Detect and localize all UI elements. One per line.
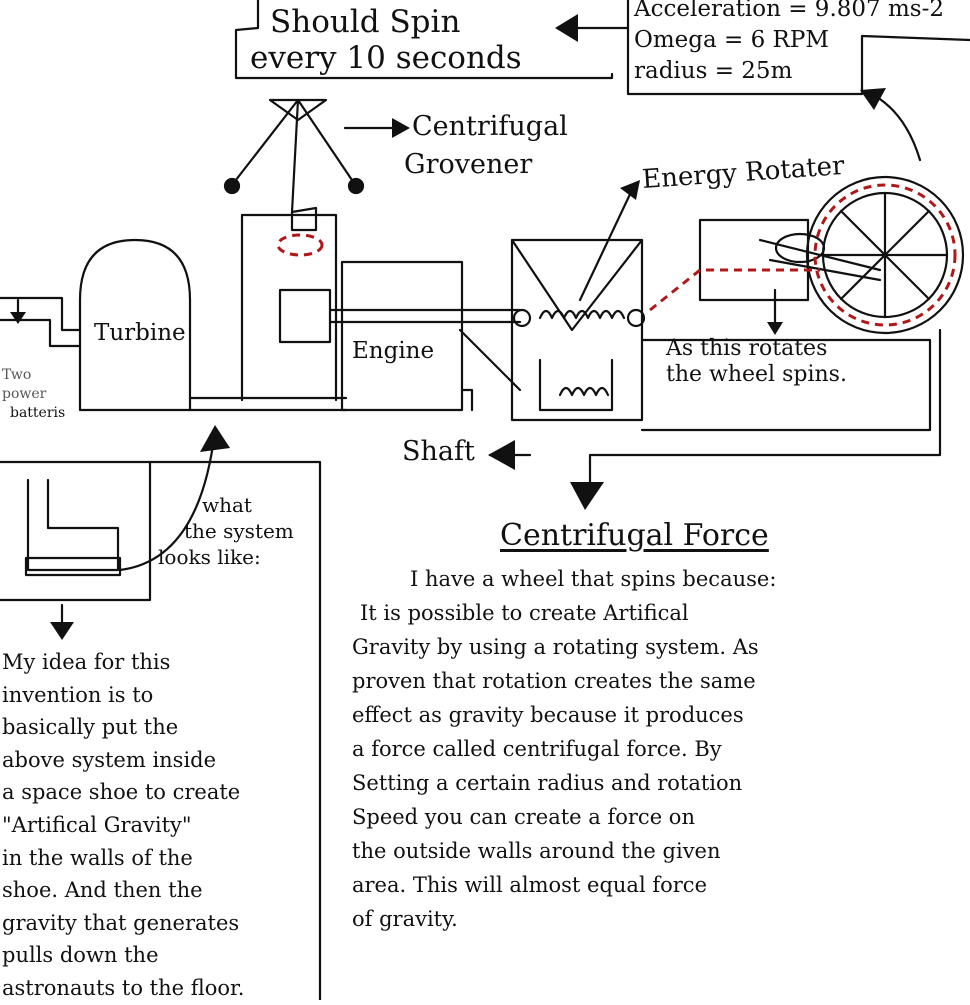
wheel-spokes — [821, 191, 949, 319]
right-paragraph-line: of gravity. — [352, 907, 458, 931]
turbine-shape — [78, 238, 192, 412]
governor-label-line1: Centrifugal — [412, 111, 568, 142]
system-note-line1: what — [202, 493, 252, 517]
specs-omega: Omega = 6 RPM — [634, 27, 829, 53]
left-paragraph-line: shoe. And then the — [2, 878, 203, 903]
speed-note-frame — [234, 0, 614, 80]
label-turbine: Turbine — [94, 320, 186, 346]
specs-box: Acceleration = 9.807 ms-2 Omega = 6 RPM … — [634, 0, 944, 87]
rotates-note-line2: the wheel spins. — [666, 362, 847, 387]
speed-note-line2: every 10 seconds — [250, 40, 522, 76]
left-paragraph-line: pulls down the — [2, 943, 159, 968]
label-centrifugal-governor: Centrifugal Grovener — [404, 108, 568, 184]
right-paragraph-line: Setting a certain radius and rotation — [352, 771, 743, 795]
coil-top — [538, 309, 626, 320]
return-line — [588, 328, 942, 492]
mini-system — [0, 460, 322, 1000]
label-shaft: Shaft — [402, 436, 475, 467]
rotates-note-line1: As this rotates — [666, 336, 828, 361]
label-two-power-batteries: Two power batteris — [2, 366, 65, 423]
specs-frame — [626, 0, 970, 96]
system-note-line2: the system — [184, 519, 294, 543]
left-paragraph-line: invention is to — [2, 682, 154, 707]
energy-rotater-box — [510, 238, 644, 422]
right-paragraph-line: proven that rotation creates the same — [352, 669, 756, 693]
governor-arms — [230, 98, 358, 214]
speed-note: Should Spin every 10 seconds — [250, 4, 522, 76]
platform — [640, 338, 932, 432]
wheel-outer — [805, 175, 965, 335]
right-paragraph: I have a wheel that spins because: It is… — [352, 562, 776, 936]
governor-housing — [240, 213, 338, 402]
label-rotates-note: As this rotates the wheel spins. — [666, 336, 847, 388]
speed-note-line1: Should Spin — [270, 4, 461, 40]
battery-pipe — [0, 296, 82, 348]
left-paragraph-line: in the walls of the — [2, 845, 193, 870]
right-paragraph-line: Gravity by using a rotating system. As — [352, 635, 759, 659]
left-paragraph: My idea for this invention is to basical… — [2, 646, 244, 1005]
right-paragraph-line: It is possible to create Artifical — [360, 601, 689, 625]
left-paragraph-line: basically put the — [2, 715, 179, 740]
label-engine: Engine — [352, 338, 435, 364]
left-paragraph-line: astronauts to the floor. — [2, 975, 245, 1000]
left-paragraph-line: "Artifical Gravity" — [2, 812, 192, 837]
governor-label-line2: Grovener — [404, 149, 533, 180]
governor-ball-left — [223, 177, 241, 195]
engine-shape — [340, 260, 474, 412]
left-paragraph-line: a space shoe to create — [2, 780, 241, 805]
right-paragraph-line: effect as gravity because it produces — [352, 703, 744, 727]
batteries-line1: Two — [2, 367, 32, 383]
system-note-line3: looks like: — [158, 545, 261, 569]
label-system-note: what the system looks like: — [158, 492, 294, 570]
right-paragraph-line: the outside walls around the given — [352, 839, 721, 863]
right-paragraph-line: I have a wheel that spins because: — [410, 567, 777, 591]
heading-centrifugal-force: Centrifugal Force — [500, 518, 769, 553]
specs-acceleration: Acceleration = 9.807 ms-2 — [634, 0, 944, 22]
batteries-line3: batteris — [10, 405, 66, 421]
right-paragraph-line: a force called centrifugal force. By — [352, 737, 722, 761]
red-wheel-ring — [813, 183, 957, 327]
right-paragraph-line: area. This will almost equal force — [352, 873, 707, 897]
left-paragraph-line: above system inside — [2, 747, 217, 772]
coil-bottom — [558, 386, 610, 397]
red-flow-path — [649, 268, 820, 312]
left-paragraph-line: My idea for this — [2, 650, 171, 674]
red-governor-ring — [276, 233, 324, 257]
batteries-line2: power — [2, 386, 47, 402]
governor-ball-right — [347, 177, 365, 195]
left-paragraph-line: gravity that generates — [2, 910, 240, 935]
right-paragraph-line: Speed you can create a force on — [352, 805, 695, 829]
shaft-lines — [328, 308, 522, 392]
specs-radius: radius = 25m — [634, 58, 793, 84]
